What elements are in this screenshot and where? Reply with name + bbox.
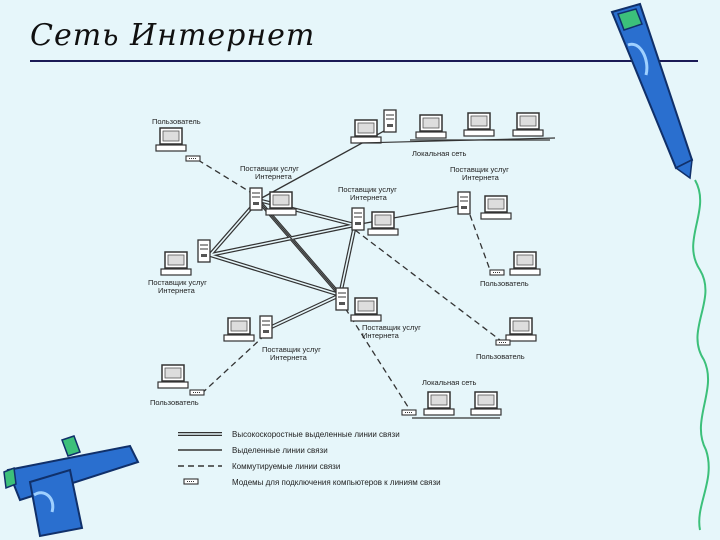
isp1-computer: [265, 191, 297, 216]
lan1-label: Локальная сеть: [412, 149, 467, 158]
isp4-label-line2: Интернета: [158, 286, 196, 295]
isp6-label-line2: Интернета: [270, 353, 308, 362]
user4-label: Пользователь: [150, 398, 199, 407]
isp3-label-line1: Поставщик услуг: [450, 165, 509, 174]
isp6-label-line1: Поставщик услуг: [262, 345, 321, 354]
user3-modem: [495, 339, 511, 346]
pencil-decoration-bottom-left: [3, 435, 140, 538]
isp4-label-line1: Поставщик услуг: [148, 278, 207, 287]
user2-label: Пользователь: [480, 279, 529, 288]
user4-modem: [189, 389, 205, 396]
isp1-label-line1: Поставщик услуг: [240, 164, 299, 173]
user1-computer: [155, 127, 187, 152]
isp3-server: [457, 191, 471, 215]
user2-computer: [509, 251, 541, 276]
user4-computer: [157, 364, 189, 389]
isp2-label-line2: Интернета: [350, 193, 388, 202]
isp6-server: [259, 315, 273, 339]
lan1-group: [350, 109, 556, 144]
user1-modem: [185, 155, 201, 162]
squiggle-border-right: [692, 179, 710, 531]
legend-dialup: Коммутируемые линии связи: [232, 462, 340, 471]
isp5-server: [335, 287, 349, 311]
legend-modem: Модемы для подключения компьютеров к лин…: [232, 478, 441, 487]
isp3-computer: [480, 195, 512, 220]
user3-label: Пользователь: [476, 352, 525, 361]
legend: Высокоскоростные выделенные линии связи …: [178, 430, 441, 487]
legend-high-speed: Высокоскоростные выделенные линии связи: [232, 430, 400, 439]
legend-dedicated: Выделенные линии связи: [232, 446, 328, 455]
isp5-label-line1: Поставщик услуг: [362, 323, 421, 332]
high-speed-links: [208, 198, 357, 332]
isp1-label-line2: Интернета: [255, 172, 293, 181]
pencil-decoration-top-right: [610, 2, 694, 180]
user2-modem: [489, 269, 505, 276]
isp1-server: [249, 187, 263, 211]
isp5-label-line2: Интернета: [362, 331, 400, 340]
user3-computer: [505, 317, 537, 342]
isp5-computer: [350, 297, 382, 322]
title-underline: [30, 60, 698, 62]
lan2-group: [401, 391, 502, 419]
dialup-links: [197, 159, 501, 411]
isp4-computer: [160, 251, 192, 276]
isp3-label-line2: Интернета: [462, 173, 500, 182]
user1-label: Пользователь: [152, 117, 201, 126]
isp2-computer: [367, 211, 399, 236]
isp4-server: [197, 239, 211, 263]
lan2-label: Локальная сеть: [422, 378, 477, 387]
isp2-label-line1: Поставщик услуг: [338, 185, 397, 194]
slide-title: Сеть Интернет: [30, 18, 316, 53]
isp2-server: [351, 207, 365, 231]
isp6-computer: [223, 317, 255, 342]
